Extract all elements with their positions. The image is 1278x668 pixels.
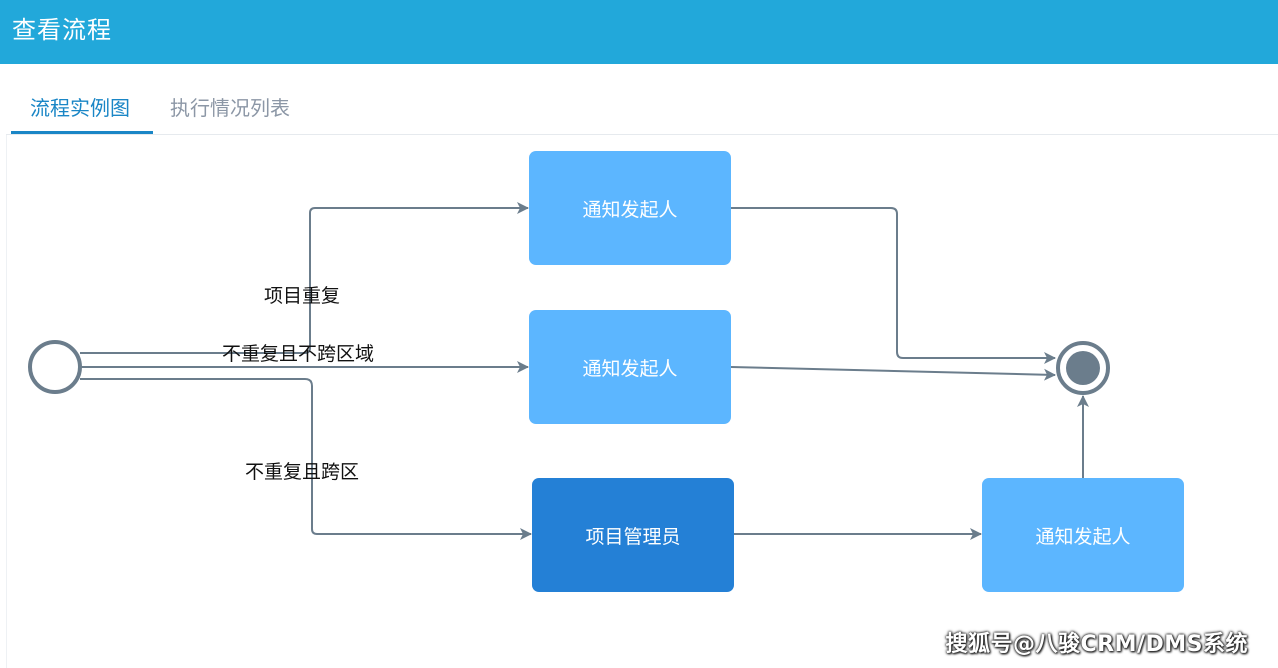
app-header: 查看流程 (0, 0, 1278, 64)
tabs-divider (6, 134, 1278, 135)
task-node-notify-middle[interactable]: 通知发起人 (529, 310, 731, 424)
edge-label-project-duplicate: 项目重复 (264, 285, 341, 307)
edge-notify-middle-to-end (730, 366, 1056, 381)
page-title: 查看流程 (12, 16, 112, 44)
edge-start-to-project-manager (80, 378, 532, 540)
edge-label-no-duplicate-no-cross-region: 不重复且不跨区域 (222, 343, 375, 365)
watermark: 搜狐号@八骏CRM/DMS系统 (945, 632, 1248, 657)
task-node-label: 通知发起人 (582, 198, 678, 221)
task-node-label: 项目管理员 (585, 525, 681, 548)
edge-notify-top-to-end (731, 207, 1056, 364)
active-tab-indicator (11, 131, 153, 135)
task-node-label: 通知发起人 (1035, 525, 1131, 548)
task-node-project-manager[interactable]: 项目管理员 (532, 478, 734, 592)
canvas-border (6, 135, 7, 668)
task-node-notify-bottom-right[interactable]: 通知发起人 (982, 478, 1184, 592)
tab-bar: 流程实例图 执行情况列表 (0, 64, 1278, 136)
task-node-label: 通知发起人 (582, 357, 678, 380)
task-node-notify-top[interactable]: 通知发起人 (529, 151, 731, 265)
edge-start-to-notify-top (80, 202, 529, 354)
tab-execution-list[interactable]: 执行情况列表 (170, 96, 290, 120)
tab-process-instance-diagram[interactable]: 流程实例图 (30, 96, 130, 120)
edge-label-no-duplicate-cross-region: 不重复且跨区 (245, 461, 360, 483)
start-event-node (28, 340, 82, 394)
end-event-inner (1066, 351, 1100, 385)
